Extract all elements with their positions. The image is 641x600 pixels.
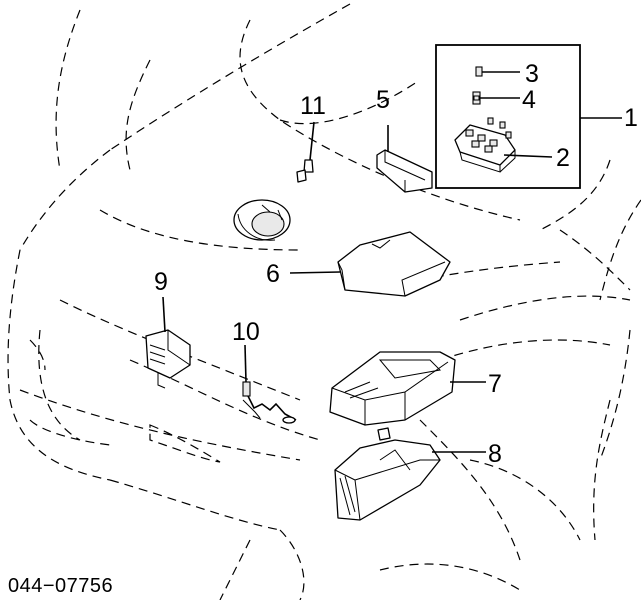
- part-9-ecu: [145, 329, 191, 389]
- callout-3: 3: [525, 60, 539, 88]
- leader-lines: [162, 71, 622, 453]
- part-1-frame: [435, 44, 581, 189]
- callout-7: 7: [488, 370, 502, 398]
- callout-10: 10: [232, 318, 260, 346]
- callout-6: 6: [266, 260, 280, 288]
- part-6-cover: [337, 231, 451, 297]
- round-component: [233, 199, 291, 241]
- part-10-harness: [242, 381, 297, 424]
- part-2-relay-block: [454, 117, 516, 173]
- callout-2: 2: [556, 144, 570, 172]
- part-3-fuse: [475, 66, 483, 77]
- part-4-fuse: [472, 91, 481, 105]
- callout-9: 9: [154, 268, 168, 296]
- part-11-sensor: [296, 159, 314, 183]
- part-5-bracket: [376, 149, 433, 193]
- callout-labels: 1 2 3 4 5 6 7 8 9 10 11: [154, 60, 638, 468]
- callout-4: 4: [522, 86, 536, 114]
- callout-11: 11: [300, 92, 326, 120]
- part-8-bracket: [334, 439, 441, 521]
- callout-1: 1: [624, 104, 638, 132]
- part-7-junction-box: [329, 351, 456, 441]
- callout-8: 8: [488, 440, 502, 468]
- callout-5: 5: [376, 86, 390, 114]
- diagram-code: 044−07756: [8, 575, 113, 597]
